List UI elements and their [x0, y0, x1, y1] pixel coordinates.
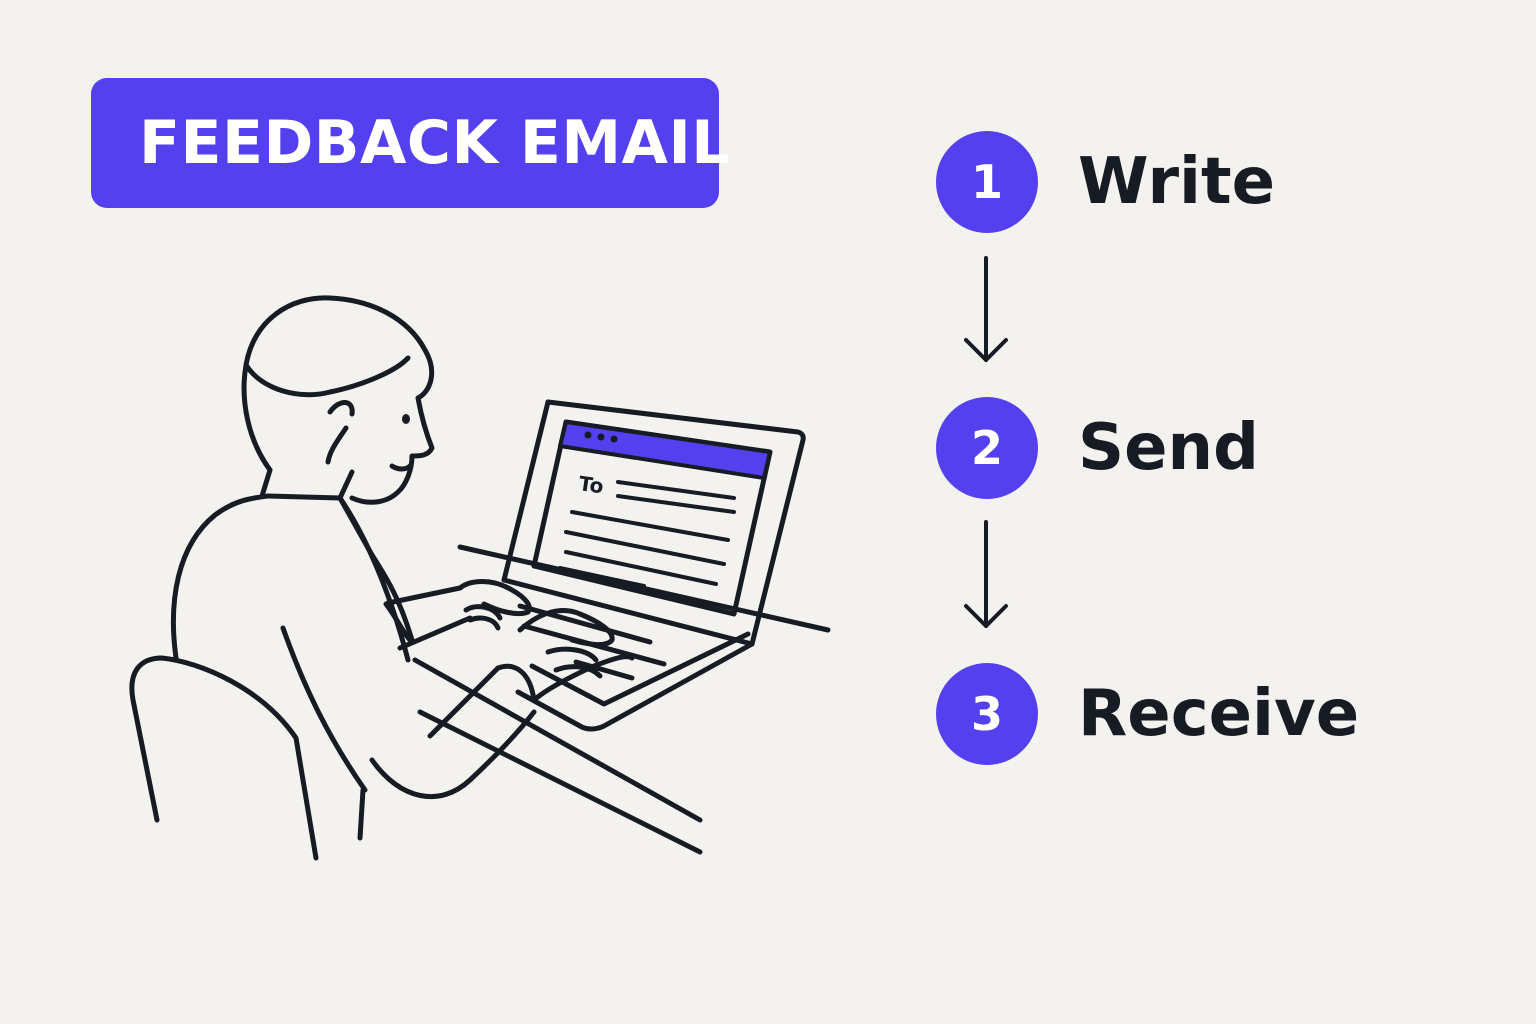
step-label: Write — [1078, 145, 1275, 219]
flow-arrows — [964, 256, 1008, 628]
step-send: 2 Send — [936, 396, 1496, 500]
step-number-badge: 3 — [936, 663, 1038, 765]
desk — [412, 544, 831, 855]
arrow-down-icon — [964, 520, 1008, 628]
laptop-icon — [501, 399, 806, 732]
arrow-down-icon — [964, 256, 1008, 362]
screen-dot-icon — [597, 433, 605, 441]
person-arms — [369, 552, 537, 800]
screen-dot-icon — [610, 435, 618, 443]
email-to-label: To — [577, 471, 605, 498]
page-title: FEEDBACK EMAIL — [139, 108, 731, 178]
person-at-laptop-illustration: To — [129, 295, 831, 861]
person-body — [170, 493, 411, 841]
step-label: Receive — [1078, 677, 1360, 751]
person-head — [241, 295, 435, 505]
step-write: 1 Write — [936, 130, 1496, 234]
step-number-badge: 2 — [936, 397, 1038, 499]
step-number-badge: 1 — [936, 131, 1038, 233]
screen-dot-icon — [584, 431, 592, 439]
title-badge: FEEDBACK EMAIL — [91, 78, 730, 208]
chair-icon — [129, 655, 319, 861]
step-label: Send — [1078, 411, 1259, 485]
laptop-screen: To — [531, 419, 773, 617]
step-receive: 3 Receive — [936, 662, 1496, 766]
person-neck — [259, 467, 355, 501]
